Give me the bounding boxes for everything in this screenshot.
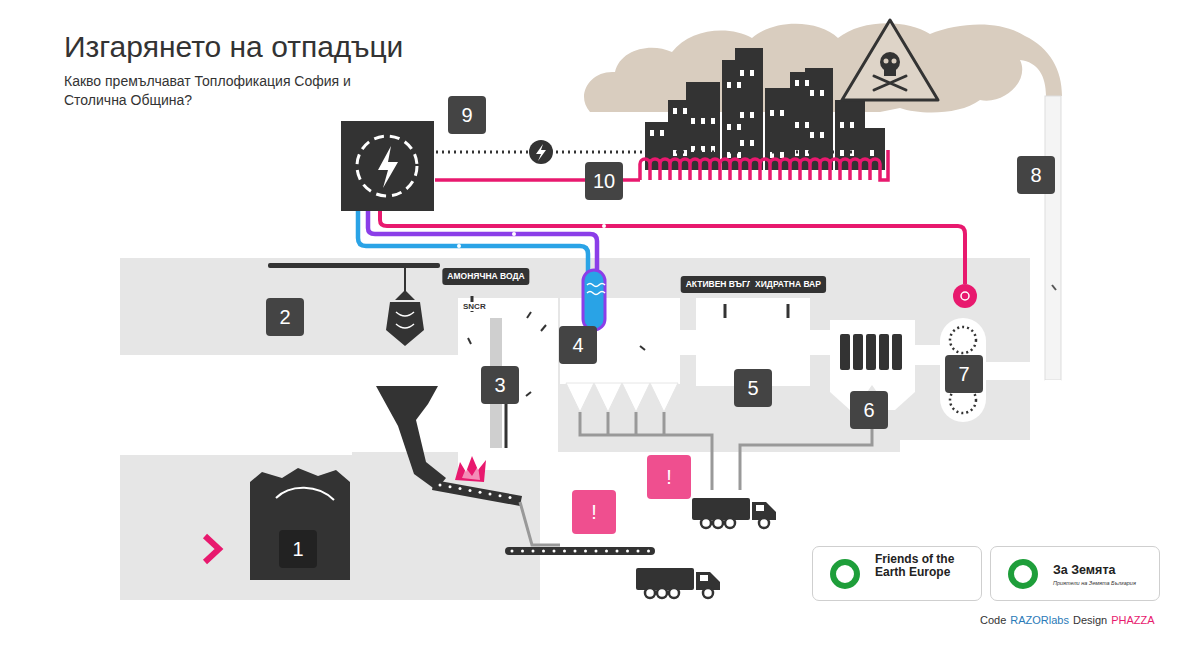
window xyxy=(683,108,687,114)
window xyxy=(780,110,784,116)
belt-dot xyxy=(647,550,650,553)
window xyxy=(750,112,754,118)
window xyxy=(795,122,799,128)
grate-dot xyxy=(469,489,472,492)
grate-dot xyxy=(509,496,512,499)
window xyxy=(701,118,705,124)
window xyxy=(727,82,731,88)
window xyxy=(660,130,664,136)
callout-number: 1 xyxy=(279,530,317,568)
belt-dot xyxy=(532,550,535,553)
reagent-box: АМОНЯЧНА ВОДА xyxy=(442,268,529,285)
grate-dot xyxy=(459,487,462,490)
belt-dot xyxy=(542,550,545,553)
window xyxy=(740,70,744,76)
window xyxy=(805,80,809,86)
page-title: Изгарянето на отпадъци xyxy=(64,30,403,64)
window xyxy=(810,132,814,138)
window xyxy=(780,152,784,158)
radiator xyxy=(640,150,888,180)
belt-dot xyxy=(563,550,566,553)
window xyxy=(691,118,695,124)
grate-dot xyxy=(489,493,492,496)
logo-box: За ЗемятаПриятели на Земята България xyxy=(990,546,1160,601)
reagent-box: ХИДРАТНА ВАР xyxy=(750,276,826,293)
window xyxy=(840,150,844,156)
window xyxy=(740,112,744,118)
window xyxy=(737,124,741,130)
window xyxy=(750,140,754,146)
window xyxy=(673,108,677,114)
node-text: Friends of the Earth Europe xyxy=(875,553,970,578)
window xyxy=(870,150,874,156)
callout-number: 5 xyxy=(734,369,772,407)
node-subtext: Приятели на Земята България xyxy=(1053,580,1153,586)
grate-dot xyxy=(499,494,502,497)
window xyxy=(840,122,844,128)
process-tag: SNCR xyxy=(462,302,487,311)
callout-number: 4 xyxy=(559,326,597,364)
window xyxy=(795,80,799,86)
window xyxy=(711,118,715,124)
node-text: ХИДРАТНА ВАР xyxy=(755,280,821,289)
window xyxy=(770,110,774,116)
belt-dot xyxy=(637,550,640,553)
belt-dot xyxy=(616,550,619,553)
window xyxy=(810,90,814,96)
logo-ring xyxy=(1007,558,1039,590)
callout-number: 9 xyxy=(448,96,486,134)
callout-number: 8 xyxy=(1017,156,1055,194)
grate-dot xyxy=(439,484,442,487)
callout-number: 7 xyxy=(945,355,983,393)
window xyxy=(740,140,744,146)
window xyxy=(820,90,824,96)
credit-link: RAZORlabs xyxy=(1010,614,1069,626)
window xyxy=(737,82,741,88)
window xyxy=(820,132,824,138)
node-text: За Земята xyxy=(1053,564,1153,577)
logo-ring xyxy=(829,558,861,590)
warning-mark: ! xyxy=(647,455,691,499)
credits: Code RAZORlabs Design PHAZZA xyxy=(980,614,1155,626)
node-text: АМОНЯЧНА ВОДА xyxy=(447,272,524,281)
credit-text: Design xyxy=(1073,614,1107,626)
logo-box: Friends of the Earth Europe xyxy=(812,546,982,601)
belt-dot xyxy=(626,550,629,553)
callout-number: 2 xyxy=(266,298,304,336)
window xyxy=(650,130,654,136)
window xyxy=(805,122,809,128)
belt-dot xyxy=(574,550,577,553)
page-subtitle: Какво премълчават Топлофикация София и С… xyxy=(64,72,399,110)
warning-mark: ! xyxy=(572,490,616,534)
grate-dot xyxy=(449,485,452,488)
window xyxy=(727,124,731,130)
belt-dot xyxy=(584,550,587,553)
belt-dot xyxy=(605,550,608,553)
grate-dot xyxy=(479,491,482,494)
callout-number: 3 xyxy=(481,366,519,404)
credit-text: Code xyxy=(980,614,1006,626)
credit-link: PHAZZA xyxy=(1111,614,1154,626)
callout-number: 10 xyxy=(585,162,623,200)
belt-dot xyxy=(553,550,556,553)
window xyxy=(850,122,854,128)
belt-dot xyxy=(595,550,598,553)
belt-dot xyxy=(521,550,524,553)
belt-dot xyxy=(511,550,514,553)
window xyxy=(750,70,754,76)
callout-number: 6 xyxy=(850,391,888,429)
